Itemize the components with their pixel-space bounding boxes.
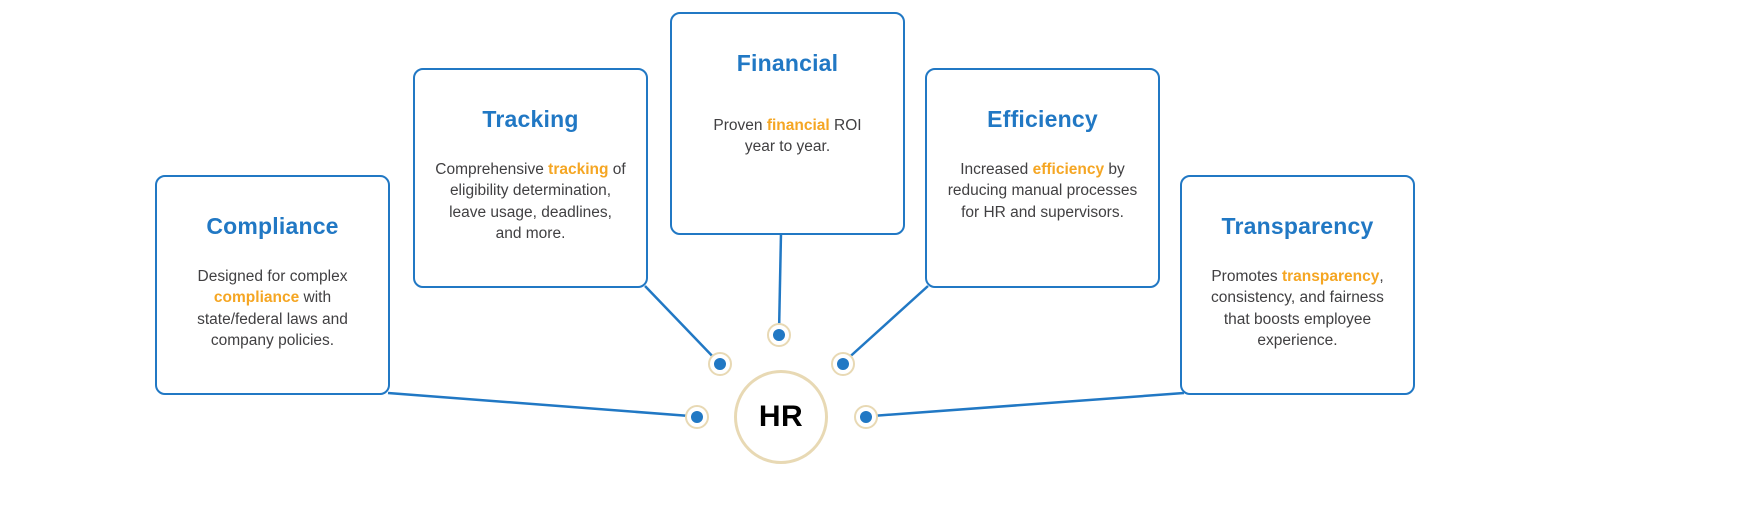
card-tracking: Tracking Comprehensive tracking of eligi… xyxy=(413,68,648,288)
connector-line-efficiency xyxy=(843,285,929,363)
card-compliance: Compliance Designed for complex complian… xyxy=(155,175,390,395)
connector-line-tracking xyxy=(644,285,719,363)
body-text: Promotes xyxy=(1211,268,1282,285)
highlight-word: financial xyxy=(766,117,830,134)
highlight-word: compliance xyxy=(213,289,300,307)
card-financial-title: Financial xyxy=(736,50,839,76)
body-text: with state/federal laws and company poli… xyxy=(197,289,348,350)
connector-dot-efficiency xyxy=(831,352,855,376)
highlight-word: efficiency xyxy=(1032,161,1105,178)
body-text: ROI year to year. xyxy=(744,117,862,156)
connector-dot-tracking xyxy=(708,352,732,376)
body-text: of eligibility determination, leave usag… xyxy=(449,161,626,243)
body-text: by reducing manual processes for HR and … xyxy=(947,161,1138,221)
body-text: , consistency, and fairness that boosts … xyxy=(1211,268,1384,350)
connector-dot-compliance xyxy=(685,405,709,429)
card-efficiency-body: Increased efficiency by reducing manual … xyxy=(947,159,1139,223)
card-financial-body: Proven financial ROI year to year. xyxy=(700,115,876,158)
card-compliance-title: Compliance xyxy=(206,213,339,239)
body-text: Comprehensive xyxy=(435,161,549,178)
card-efficiency: Efficiency Increased efficiency by reduc… xyxy=(925,68,1160,288)
card-tracking-body: Comprehensive tracking of eligibility de… xyxy=(435,159,627,245)
connector-dot-financial xyxy=(767,323,791,347)
card-transparency-title: Transparency xyxy=(1221,213,1374,239)
body-text: Designed for complex xyxy=(197,268,348,285)
connector-line-transparency xyxy=(871,391,1185,418)
connector-line-compliance xyxy=(387,391,691,418)
card-efficiency-title: Efficiency xyxy=(987,106,1098,132)
connector-line-financial xyxy=(777,232,783,334)
hr-center-circle: HR xyxy=(734,370,828,464)
card-transparency: Transparency Promotes transparency, cons… xyxy=(1180,175,1415,395)
body-text: Proven xyxy=(713,117,767,134)
hr-center-label: HR xyxy=(758,400,804,433)
highlight-word: transparency xyxy=(1281,268,1380,285)
card-financial: Financial Proven financial ROI year to y… xyxy=(670,12,905,235)
body-text: Increased xyxy=(960,161,1033,178)
highlight-word: tracking xyxy=(548,161,609,178)
connector-dot-transparency xyxy=(854,405,878,429)
card-compliance-body: Designed for complex compliance with sta… xyxy=(177,266,369,352)
card-tracking-title: Tracking xyxy=(482,106,579,132)
card-transparency-body: Promotes transparency, consistency, and … xyxy=(1202,266,1394,352)
